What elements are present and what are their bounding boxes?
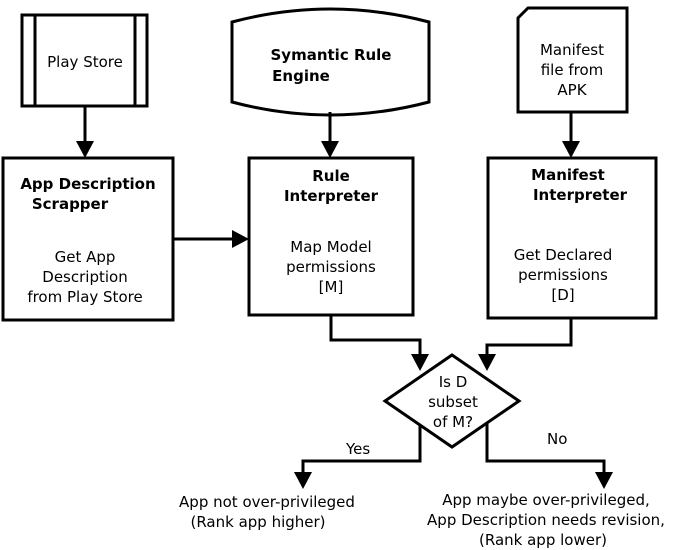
rule-interpreter-node: Rule Interpreter Map Model permissions [… [247,156,415,317]
outcome-no-line-3: (Rank app lower) [479,531,607,549]
scrapper-title-line-1: App Description [20,175,155,193]
arrow-no-branch [485,424,613,489]
arrow-scrapper-to-rule-interpreter [173,230,249,248]
manifest-interpreter-title-line-2: Interpreter [533,186,628,204]
arrow-rule-engine-to-interpreter [321,112,339,158]
arrow-yes-branch [294,424,422,489]
manifest-interpreter-node: Manifest Interpreter Get Declared permis… [486,156,658,320]
decision-line-3: of M? [433,413,473,431]
play-store-node: Play Store [20,13,149,108]
rule-interpreter-body-line-2: permissions [286,258,376,276]
manifest-file-line-1: Manifest [540,41,604,59]
manifest-interpreter-title-line-1: Manifest [531,166,605,184]
scrapper-body-line-1: Get App [55,248,116,266]
no-label: No [547,430,567,448]
scrapper-body-line-3: from Play Store [27,288,142,306]
play-store-label: Play Store [47,53,123,71]
scrapper-title-line-2: Scrapper [32,195,109,213]
manifest-interpreter-body-line-2: permissions [518,266,608,284]
arrow-rule-interpreter-to-decision [329,315,429,371]
manifest-interpreter-body-line-1: Get Declared [514,246,612,264]
manifest-file-node: Manifest file from APK [516,6,629,114]
scrapper-body-line-2: Description [42,268,127,286]
scrapper-node: App Description Scrapper Get App Descrip… [1,156,175,322]
arrow-manifest-interpreter-to-decision [478,318,573,371]
decision-line-1: Is D [439,373,468,391]
outcome-no: App maybe over-privileged, App Descripti… [427,491,665,549]
rule-engine-title-line-2: Engine [272,67,330,85]
rule-engine-title-line-1: Symantic Rule [271,46,392,64]
outcome-yes-line-2: (Rank app higher) [190,513,325,531]
rule-interpreter-title-line-1: Rule [312,167,350,185]
rule-interpreter-body-line-3: [M] [319,278,344,296]
rule-interpreter-title-line-2: Interpreter [284,187,379,205]
outcome-no-line-1: App maybe over-privileged, [442,491,650,509]
manifest-file-line-2: file from [541,61,604,79]
rule-interpreter-body-line-1: Map Model [290,238,371,256]
outcome-yes: App not over-privileged (Rank app higher… [179,493,355,531]
rule-engine-node: Symantic Rule Engine [230,7,431,117]
yes-label: Yes [345,440,370,458]
manifest-interpreter-body-line-3: [D] [551,286,574,304]
arrow-manifest-file-to-interpreter [562,112,580,158]
decision-line-2: subset [428,393,478,411]
decision-node: Is D subset of M? [382,353,522,449]
outcome-no-line-2: App Description needs revision, [427,511,665,529]
outcome-yes-line-1: App not over-privileged [179,493,355,511]
arrow-play-store-to-scrapper [76,106,94,158]
manifest-file-line-3: APK [557,81,587,99]
